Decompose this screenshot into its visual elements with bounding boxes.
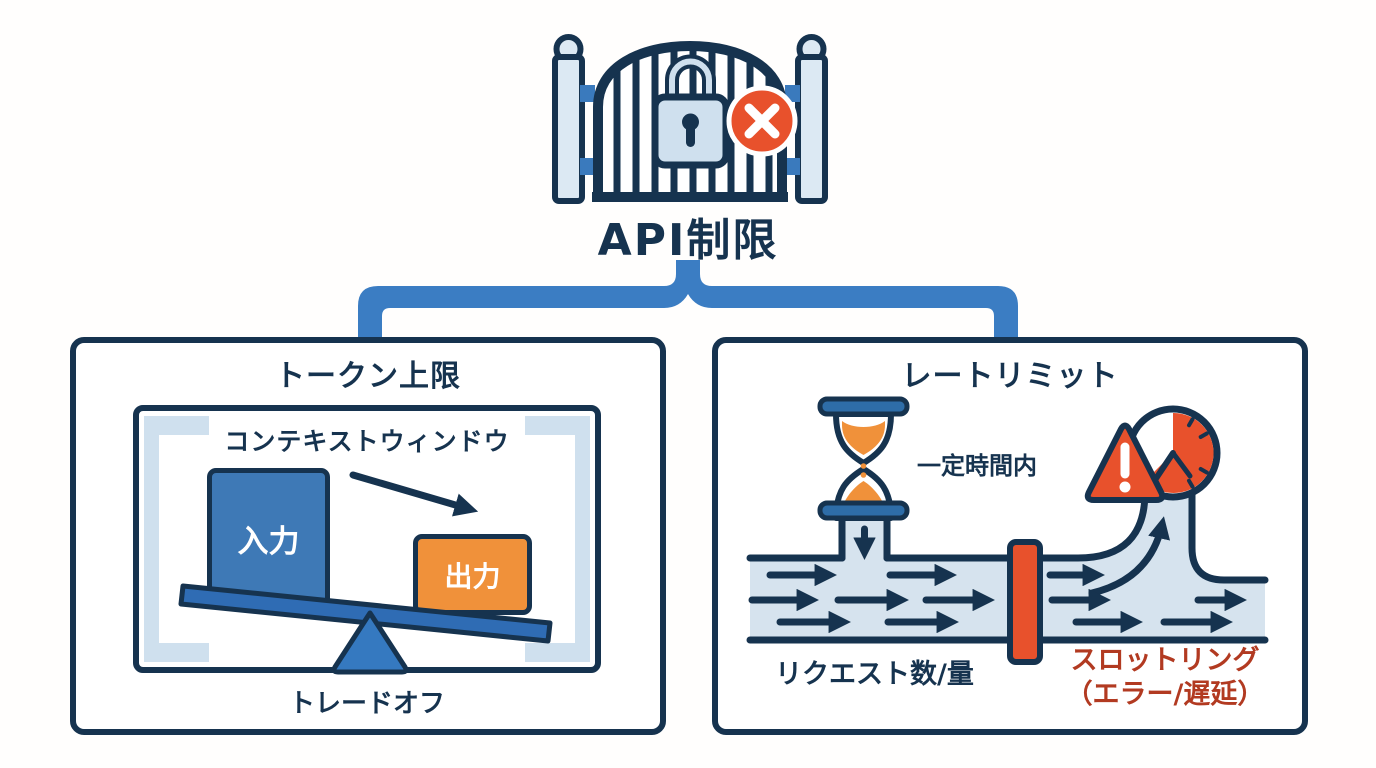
rate-limit-panel: レートリミット	[712, 337, 1308, 735]
throttle-label-line2: （エラー/遅延）	[1065, 678, 1265, 710]
context-window-label: コンテキストウィンドウ	[224, 427, 510, 456]
page-title: API制限	[597, 215, 779, 266]
gate-icon	[552, 34, 828, 204]
throttle-label: スロットリング （エラー/遅延）	[1040, 644, 1290, 712]
token-limit-title: トークン上限	[275, 359, 461, 394]
tradeoff-caption: トレードオフ	[288, 689, 445, 719]
barrier-icon	[1007, 539, 1043, 665]
time-window-label: 一定時間内	[917, 452, 1037, 480]
request-arrows	[748, 516, 1247, 634]
brace-connector	[358, 260, 1018, 345]
seesaw-plank	[178, 583, 553, 644]
rate-limit-graphic	[746, 396, 1269, 665]
right-bracket-icon	[525, 416, 590, 662]
seesaw-icon	[178, 471, 553, 675]
tradeoff-arrow-icon	[349, 471, 479, 517]
left-bracket-icon	[144, 416, 209, 662]
warning-icon	[1084, 422, 1166, 503]
rate-limit-title: レートリミット	[901, 359, 1119, 394]
hourglass-icon	[817, 396, 910, 521]
fulcrum-icon	[331, 610, 409, 675]
block-x-icon	[726, 85, 798, 157]
output-block: 出力	[413, 534, 532, 615]
gate-posts	[552, 34, 828, 204]
input-label: 入力	[237, 524, 300, 560]
lock-icon	[651, 54, 730, 169]
clock-icon	[1125, 405, 1221, 501]
input-block: 入力	[207, 468, 330, 609]
throttle-label-line1: スロットリング	[1070, 645, 1260, 676]
requests-label: リクエスト数/量	[775, 659, 974, 690]
output-label: 出力	[444, 559, 501, 593]
